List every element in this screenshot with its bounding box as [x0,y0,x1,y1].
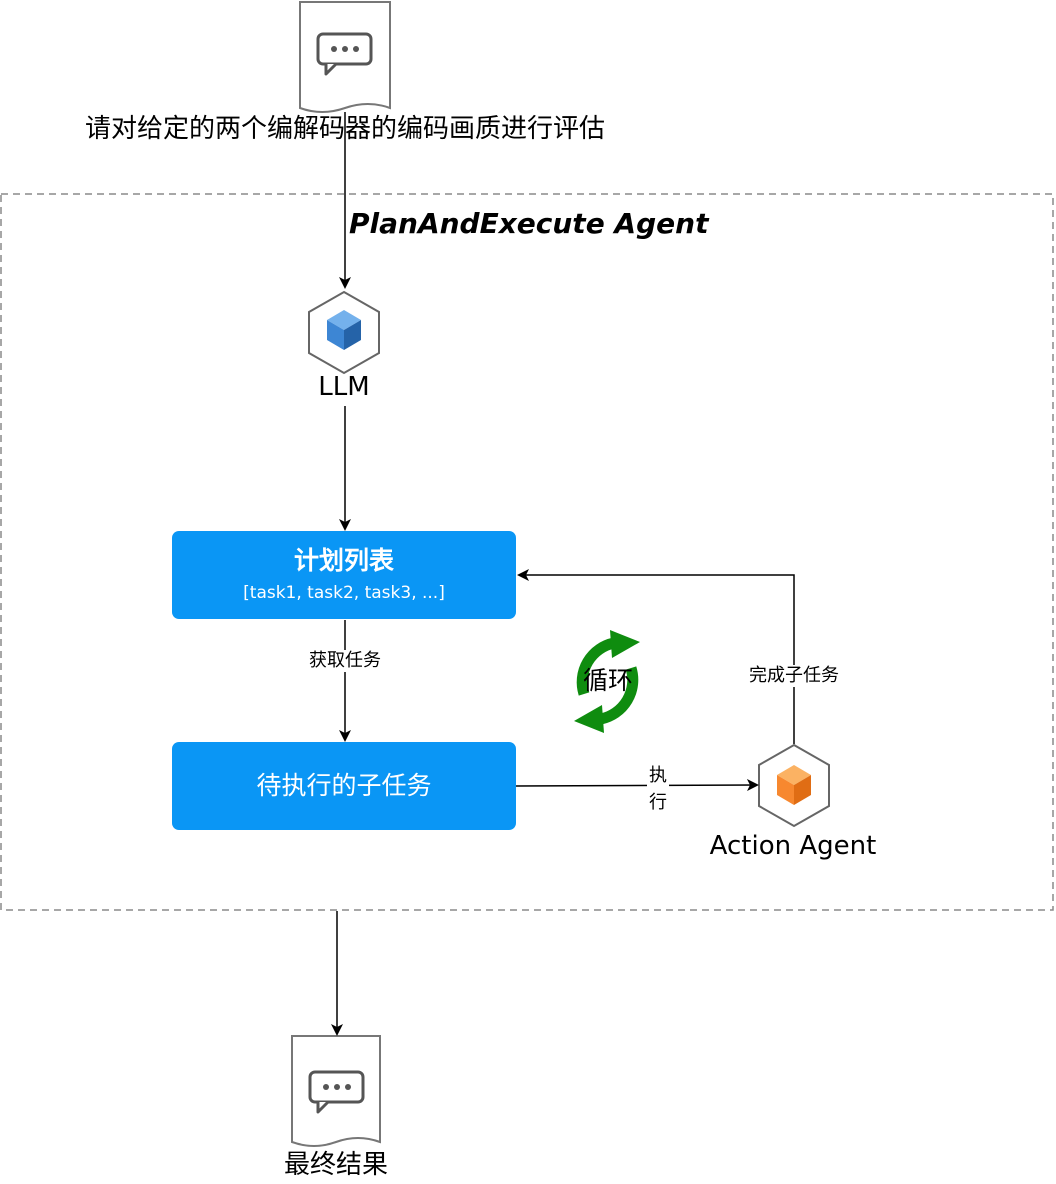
edge-action-to-plan [517,569,795,744]
chat-document-icon [299,1,391,113]
cube-icon [758,743,830,828]
plan-list-node[interactable]: 计划列表 [task1, task2, task3, ...] [172,531,516,619]
action-agent-label: Action Agent [709,831,877,861]
cube-icon [308,290,380,375]
execute-label: 执 行 [647,762,669,816]
llm-label: LLM [318,372,370,402]
agent-group-border [0,193,1054,911]
fetch-task-label: 获取任务 [308,650,382,672]
chat-document-icon [291,1035,381,1147]
plan-list-subtitle: [task1, task2, task3, ...] [243,582,445,603]
refresh-cycle-icon [574,630,640,733]
input-label: 请对给定的两个编解码器的编码画质进行评估 [84,114,606,144]
output-label: 最终结果 [283,1150,389,1180]
plan-list-title: 计划列表 [293,545,394,575]
pending-subtask-node[interactable]: 待执行的子任务 [172,742,516,830]
loop-label: 循环 [582,666,634,695]
pending-subtask-label: 待执行的子任务 [256,771,432,800]
edge-subtask-to-action [515,779,759,792]
complete-subtask-label: 完成子任务 [748,665,840,687]
agent-group-title: PlanAndExecute Agent [349,207,709,240]
